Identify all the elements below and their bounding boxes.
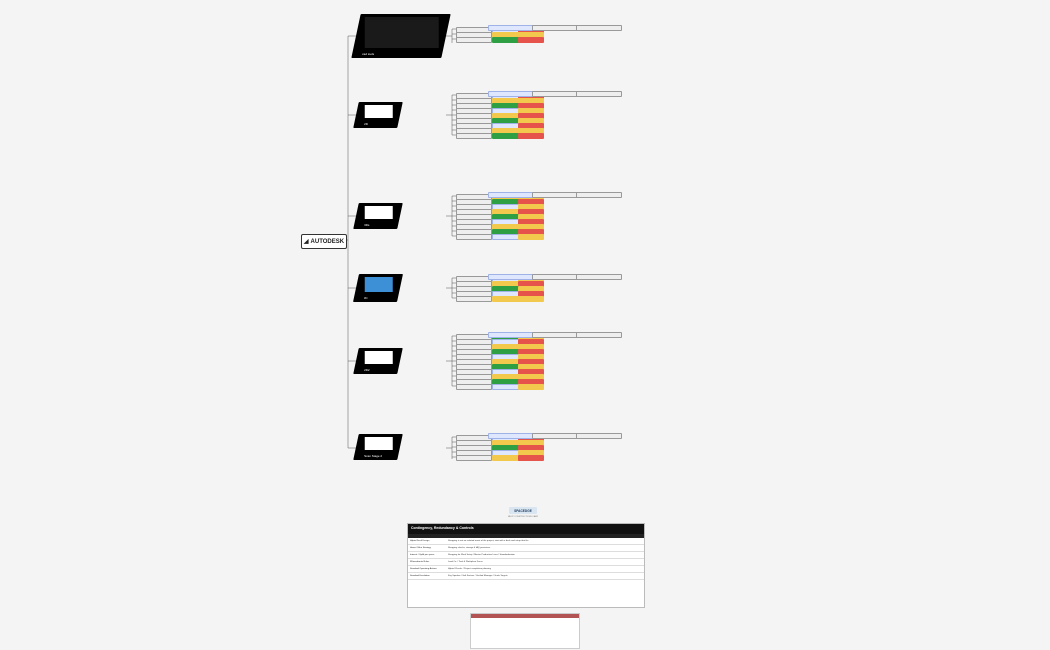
branch-item[interactable] [518, 133, 544, 139]
branch-item[interactable] [532, 274, 578, 280]
card-label: 3Ds [364, 223, 370, 227]
branch-item[interactable] [532, 433, 578, 439]
card-cad-tools[interactable]: cad tools [351, 14, 451, 58]
card-3ds[interactable]: 3Ds [353, 203, 403, 229]
row-value: Key Speaker / Soft Factors / Verified Ma… [448, 575, 508, 577]
row-key: Hybrid Desk Design [410, 540, 430, 542]
row-key: Standard Operating Actions [410, 568, 437, 570]
branch-item[interactable] [532, 25, 578, 31]
card-2d2[interactable]: 2D2 [353, 348, 403, 374]
card-label: 3C [363, 296, 368, 300]
card-preview [364, 277, 393, 292]
branch-item[interactable] [488, 433, 534, 439]
table-row: Interest / Uplift per space Shopping for … [408, 552, 644, 559]
table-row: Home Office Strategy Shopping checks; sto… [408, 545, 644, 552]
legend-title: Contingency, Redundancy & Controls [408, 524, 644, 534]
thumbnail-header-bar [471, 614, 579, 618]
row-value: Shopping is not an isolated event of the… [448, 540, 529, 542]
card-preview [364, 351, 393, 364]
legend-table: Contingency, Redundancy & Controls Hybri… [407, 523, 645, 608]
branch-item[interactable] [532, 332, 578, 338]
branch-item[interactable] [488, 192, 534, 198]
card-2d[interactable]: 2D [353, 102, 403, 128]
branch-item[interactable] [488, 91, 534, 97]
branch-item[interactable] [456, 37, 492, 43]
branch-item[interactable] [576, 274, 622, 280]
branch-item[interactable] [488, 274, 534, 280]
root-node[interactable]: ◢ AUTODESK [301, 234, 347, 249]
row-key: Standard Escalation [410, 575, 430, 577]
branch-item[interactable] [488, 332, 534, 338]
branch-item[interactable] [532, 192, 578, 198]
row-key: Whereabouts Rules [410, 561, 430, 563]
card-label: Scan Stage 2 [364, 454, 383, 458]
branch-item[interactable] [492, 455, 520, 461]
branch-item[interactable] [576, 192, 622, 198]
branch-item[interactable] [576, 332, 622, 338]
row-value: Shopping for Work Setup / Master Product… [448, 554, 515, 556]
card-preview [364, 437, 393, 450]
branch-item[interactable] [488, 25, 534, 31]
spacedge-logo: SPACEDGE [509, 507, 537, 514]
branch-item[interactable] [518, 384, 544, 390]
brand-tagline: MECP CONSTRUCTIONS CAMP [507, 516, 539, 518]
branch-item[interactable] [456, 455, 492, 461]
card-label: 2D [364, 122, 368, 126]
branch-item[interactable] [492, 296, 520, 302]
card-3c[interactable]: 3C [353, 274, 403, 302]
branch-item[interactable] [492, 234, 520, 240]
legend-subheader [408, 534, 644, 538]
card-scan-stage-2[interactable]: Scan Stage 2 [353, 434, 403, 460]
branch-item[interactable] [456, 133, 492, 139]
branch-item[interactable] [518, 37, 544, 43]
branch-item[interactable] [492, 384, 520, 390]
branch-item[interactable] [456, 234, 492, 240]
card-preview [364, 17, 439, 48]
card-label: cad tools [362, 52, 375, 56]
row-key: Interest / Uplift per space [410, 554, 435, 556]
branch-item[interactable] [492, 133, 520, 139]
branch-item[interactable] [576, 91, 622, 97]
branch-item[interactable] [518, 234, 544, 240]
branch-item[interactable] [518, 455, 544, 461]
autodesk-logo-icon: ◢ [303, 239, 309, 245]
branch-item[interactable] [576, 433, 622, 439]
row-value: Shopping checks; storage & IAQ provision… [448, 547, 491, 549]
branch-item[interactable] [492, 37, 520, 43]
root-label: AUTODESK [310, 238, 345, 245]
table-row: Hybrid Desk Design Shopping is not an iso… [408, 538, 644, 545]
card-label: 2D2 [364, 368, 370, 372]
branch-item[interactable] [456, 296, 492, 302]
branch-item[interactable] [576, 25, 622, 31]
table-row: Whereabouts Rules Lead Co. / Task & Workp… [408, 559, 644, 566]
row-value: Hybrid Checks / Project completion plann… [448, 568, 491, 570]
branch-item[interactable] [518, 296, 544, 302]
table-row: Standard Escalation Key Speaker / Soft Fa… [408, 573, 644, 580]
spreadsheet-thumbnail [470, 613, 580, 649]
row-key: Home Office Strategy [410, 547, 431, 549]
card-preview [364, 105, 393, 118]
table-row: Standard Operating Actions Hybrid Checks … [408, 566, 644, 573]
branch-item[interactable] [532, 91, 578, 97]
branch-item[interactable] [456, 384, 492, 390]
row-value: Lead Co. / Task & Workplace Focus [448, 561, 483, 563]
card-preview [364, 206, 393, 219]
